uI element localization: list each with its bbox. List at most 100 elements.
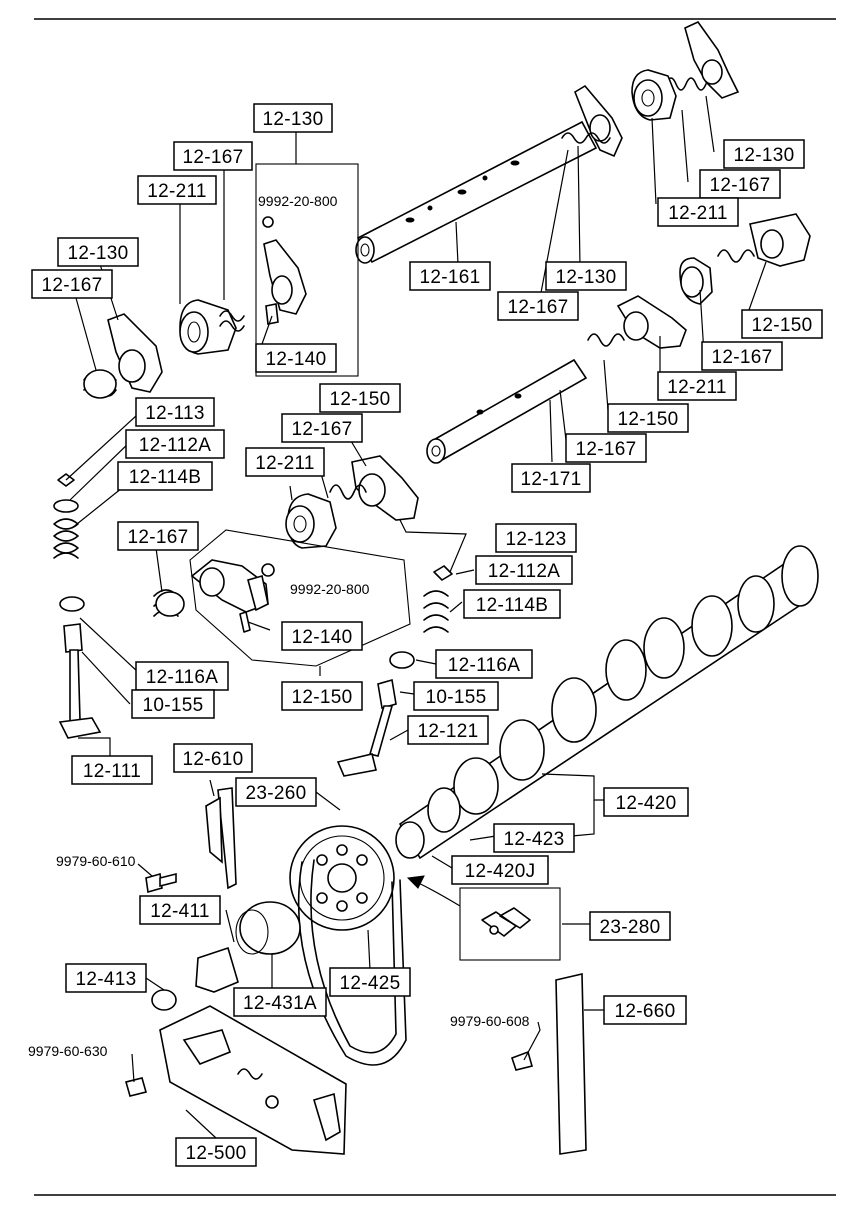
label-12-211-d: 12-211	[245, 447, 325, 477]
label-12-167-h: 12-167	[117, 521, 199, 551]
svg-text:12-211: 12-211	[667, 377, 727, 398]
chain-guide-left	[205, 787, 237, 890]
svg-text:12-140: 12-140	[292, 627, 353, 648]
label-12-113: 12-113	[135, 397, 215, 427]
svg-text:12-114B: 12-114B	[476, 595, 549, 616]
rocker-shaft-middle	[426, 358, 588, 464]
svg-text:12-111: 12-111	[83, 761, 141, 782]
leader-lines	[65, 95, 767, 1139]
svg-text:12-130: 12-130	[556, 267, 617, 288]
svg-text:12-167: 12-167	[712, 347, 773, 368]
label-12-161: 12-161	[409, 261, 491, 291]
svg-text:12-413: 12-413	[76, 969, 137, 990]
rocker-support-upper	[631, 69, 677, 121]
label-12-167-a: 12-167	[173, 141, 253, 171]
svg-text:12-114B: 12-114B	[129, 467, 202, 488]
plain-part-codes: 9992-20-800 9992-20-800 9979-60-610 9979…	[28, 193, 530, 1059]
rocker-assy-left	[83, 299, 245, 399]
code-9979-60-630: 9979-60-630	[28, 1043, 108, 1059]
label-10-155-a: 10-155	[131, 689, 215, 719]
label-12-420j: 12-420J	[451, 855, 549, 885]
label-12-500: 12-500	[175, 1137, 257, 1167]
label-12-420: 12-420	[603, 787, 689, 817]
camshaft	[395, 545, 819, 860]
svg-text:12-123: 12-123	[506, 529, 567, 550]
rocker-arm-right	[587, 213, 811, 349]
svg-text:12-171: 12-171	[521, 469, 582, 490]
svg-text:12-140: 12-140	[266, 349, 327, 370]
svg-text:12-411: 12-411	[150, 901, 210, 922]
chain-link-box	[459, 887, 561, 961]
svg-text:12-167: 12-167	[508, 297, 569, 318]
svg-text:12-423: 12-423	[504, 829, 565, 850]
label-23-260: 23-260	[235, 777, 317, 807]
svg-text:12-121: 12-121	[418, 721, 479, 742]
svg-text:12-167: 12-167	[128, 527, 189, 548]
label-12-130-a: 12-130	[253, 103, 333, 133]
svg-text:10-155: 10-155	[143, 695, 204, 716]
label-12-116a-a: 12-116A	[135, 661, 229, 691]
svg-text:12-610: 12-610	[183, 749, 244, 770]
label-10-155-b: 10-155	[413, 681, 499, 711]
svg-text:12-167: 12-167	[183, 147, 244, 168]
svg-text:12-431A: 12-431A	[243, 993, 317, 1014]
bolt-left	[145, 872, 177, 894]
svg-text:12-130: 12-130	[734, 145, 795, 166]
label-12-423: 12-423	[493, 823, 575, 853]
label-12-431a: 12-431A	[233, 987, 327, 1017]
rocker-shaft-upper	[355, 120, 598, 264]
label-12-150-c: 12-150	[319, 383, 401, 413]
label-12-114b-a: 12-114B	[117, 461, 213, 491]
chain-guide-right	[510, 972, 587, 1155]
valve-left	[58, 596, 102, 739]
label-12-140-b: 12-140	[281, 621, 363, 651]
svg-text:12-112A: 12-112A	[139, 435, 212, 456]
label-12-211-c: 12-211	[657, 371, 737, 401]
valve-right	[336, 565, 453, 777]
label-12-111: 12-111	[71, 755, 153, 785]
svg-text:23-280: 23-280	[600, 917, 661, 938]
svg-text:12-211: 12-211	[668, 203, 728, 224]
label-12-211-b: 12-211	[657, 197, 739, 227]
callout-labels: 12-130 12-167 12-211 12-130 12-167 12-14…	[31, 103, 823, 1167]
code-9992-20-800-a: 9992-20-800	[258, 193, 338, 209]
label-12-112a-b: 12-112A	[475, 555, 573, 585]
label-12-211-a: 12-211	[137, 175, 217, 205]
svg-text:12-500: 12-500	[186, 1143, 247, 1164]
label-12-167-d: 12-167	[497, 291, 579, 321]
spring-center-left	[153, 589, 185, 617]
rocker-arm-center	[285, 455, 419, 549]
svg-text:12-113: 12-113	[145, 403, 205, 424]
link-arrowhead	[406, 875, 425, 889]
svg-text:12-211: 12-211	[147, 181, 207, 202]
svg-text:12-167: 12-167	[710, 175, 771, 196]
label-12-130-b: 12-130	[57, 237, 139, 267]
label-12-167-b: 12-167	[31, 269, 113, 299]
label-12-112a-a: 12-112A	[125, 429, 225, 459]
rocker-arm-set-boxed	[255, 163, 359, 377]
label-12-171: 12-171	[511, 463, 591, 493]
svg-text:23-260: 23-260	[246, 783, 307, 804]
label-12-140-a: 12-140	[255, 343, 337, 373]
label-12-610: 12-610	[173, 743, 253, 773]
svg-text:12-150: 12-150	[292, 687, 353, 708]
label-12-167-c: 12-167	[699, 169, 781, 199]
svg-text:12-116A: 12-116A	[146, 667, 219, 688]
svg-text:12-150: 12-150	[752, 315, 813, 336]
label-12-130-d: 12-130	[545, 261, 627, 291]
svg-text:12-116A: 12-116A	[448, 655, 521, 676]
crank-gear	[151, 901, 301, 1011]
label-12-150-d: 12-150	[281, 681, 363, 711]
label-12-121: 12-121	[407, 715, 489, 745]
rocker-arm-set-lower	[189, 529, 411, 667]
svg-text:12-150: 12-150	[330, 389, 391, 410]
svg-text:12-167: 12-167	[576, 439, 637, 460]
svg-text:12-167: 12-167	[42, 275, 103, 296]
svg-text:10-155: 10-155	[426, 687, 487, 708]
svg-text:12-211: 12-211	[255, 453, 315, 474]
svg-text:12-425: 12-425	[340, 973, 401, 994]
cam-sprocket	[289, 825, 395, 931]
label-12-123: 12-123	[495, 523, 577, 553]
svg-text:12-150: 12-150	[618, 409, 679, 430]
